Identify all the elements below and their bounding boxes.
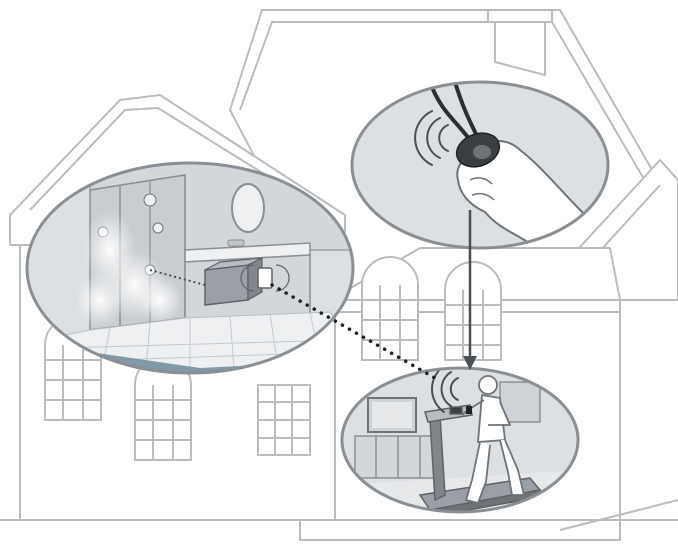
remote-in-hand-icon xyxy=(466,406,472,414)
window-square-mid xyxy=(258,385,310,455)
hand-remote-scene xyxy=(350,80,610,250)
window-arched-right-2 xyxy=(445,262,501,360)
media-cabinet xyxy=(355,436,440,478)
chimney-cap xyxy=(488,10,552,22)
shower-valve-icon xyxy=(153,223,163,233)
television-icon xyxy=(368,398,416,432)
oval-mirror-icon xyxy=(232,184,264,232)
window-arched-right-1 xyxy=(362,257,418,360)
shower-head-icon xyxy=(144,194,156,206)
